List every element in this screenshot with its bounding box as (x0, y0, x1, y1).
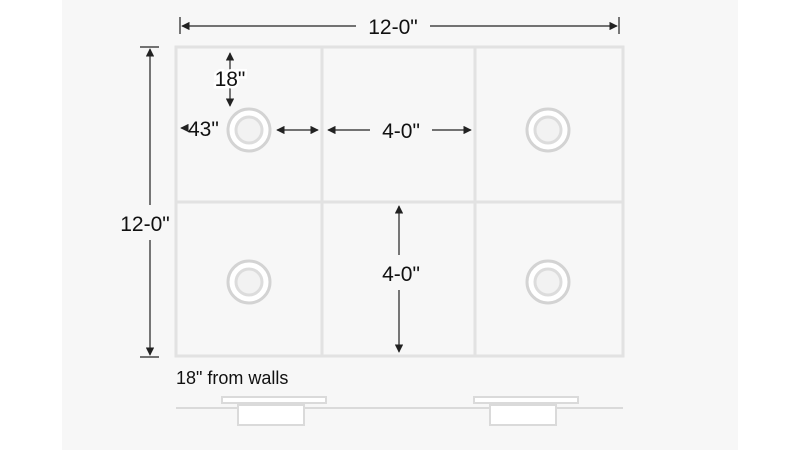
overall-height-dimension (140, 46, 159, 358)
light-offset-side-label: 43" (188, 118, 219, 141)
overall-width-dimension (179, 17, 620, 34)
recessed-light (525, 107, 571, 153)
wall-offset-note: 18" from walls (176, 368, 288, 388)
light-trim-left (221, 396, 327, 404)
overall-height-label: 12-0" (120, 213, 170, 236)
light-gap-label: 4-0" (382, 120, 420, 143)
light-housing-right (489, 404, 557, 426)
ceiling-grid (174, 45, 625, 358)
light-offset-top-label: 18" (215, 68, 246, 91)
recessed-light (226, 107, 272, 153)
light-housing-left (237, 404, 305, 426)
recessed-light (226, 259, 272, 305)
overall-width-label: 12-0" (368, 16, 418, 39)
recessed-light (525, 259, 571, 305)
ceiling-section-view (176, 396, 623, 426)
row-height-label: 4-0" (382, 263, 420, 286)
light-trim-right (473, 396, 579, 404)
